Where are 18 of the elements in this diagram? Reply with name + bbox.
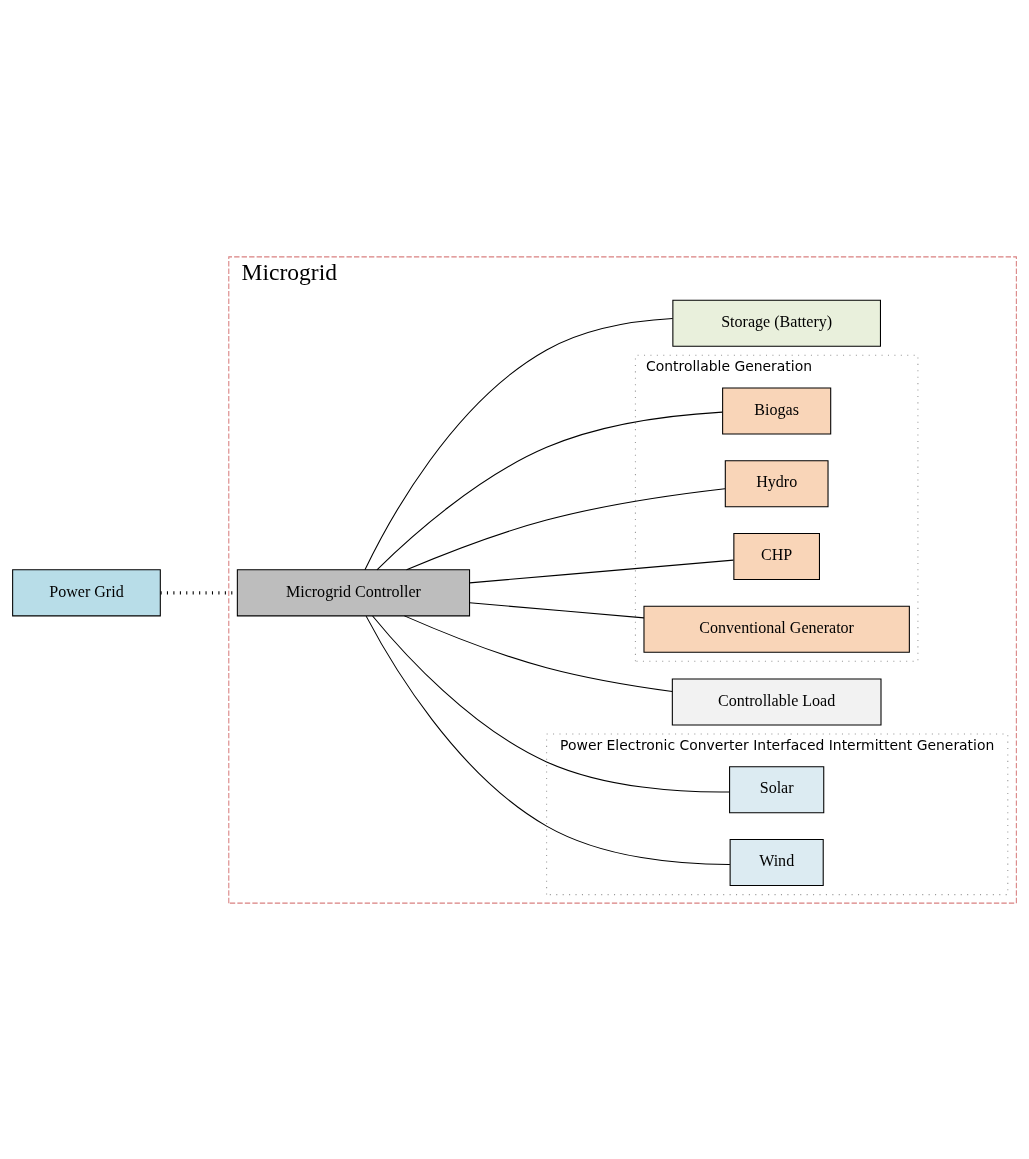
connector [365, 615, 731, 865]
connector [376, 411, 723, 570]
connector [469, 559, 734, 583]
node-box: Controllable Load [671, 677, 882, 726]
connector [364, 317, 674, 570]
connector [406, 487, 726, 570]
node-box: Wind [729, 838, 824, 886]
connector [372, 614, 730, 793]
node-box: CHP [733, 532, 820, 580]
connector [469, 601, 645, 618]
node-box: Microgrid Controller [236, 568, 471, 616]
node-box: Hydro [724, 459, 829, 507]
node-box: Power Grid [12, 568, 161, 616]
node-box: Solar [729, 765, 825, 813]
node-box: Biogas [722, 386, 832, 434]
connector [403, 614, 673, 692]
node-box: Storage (Battery) [672, 299, 881, 347]
node-box: Conventional Generator [643, 605, 910, 653]
